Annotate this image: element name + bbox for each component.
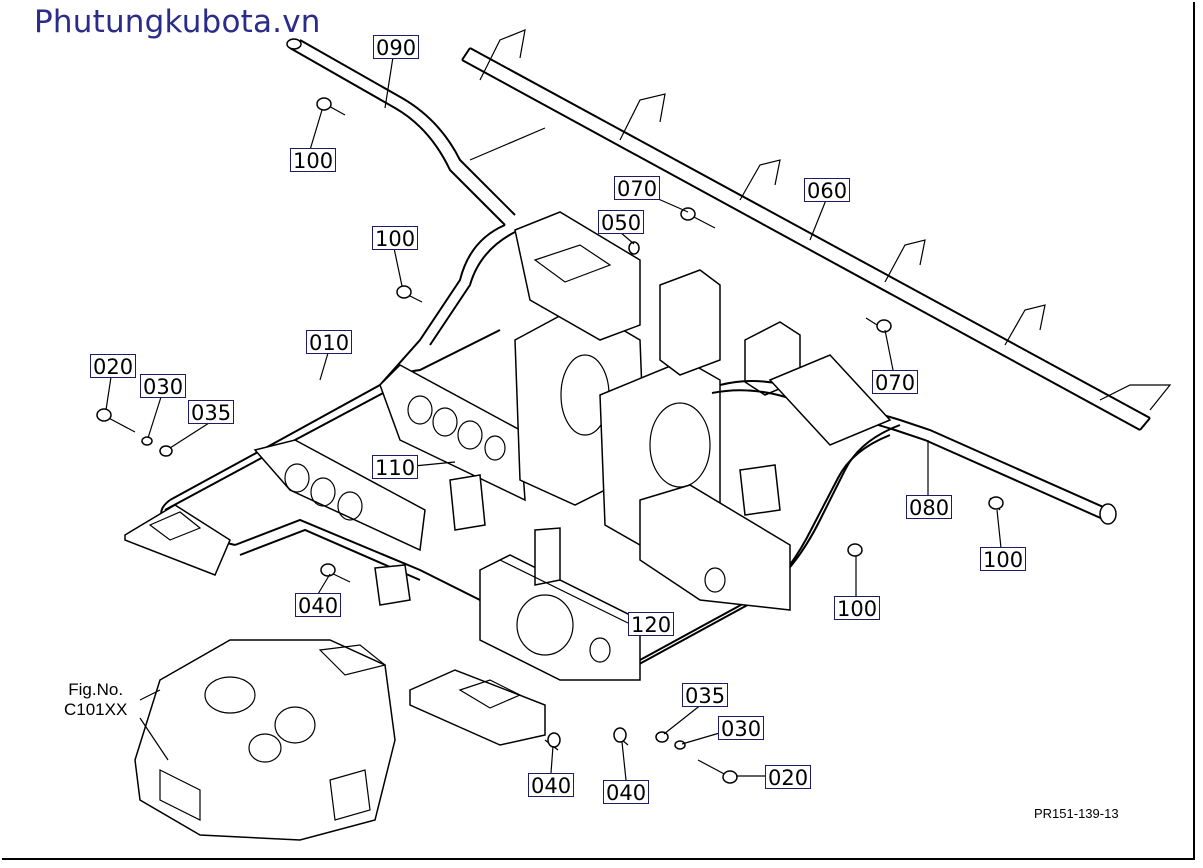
callout-100-bottom[interactable]: 100 (834, 596, 881, 621)
callout-080[interactable]: 080 (906, 495, 953, 520)
callout-040-left[interactable]: 040 (295, 593, 342, 618)
pipe-080-drawing (631, 354, 1117, 669)
callout-110[interactable]: 110 (372, 455, 419, 480)
callout-040-mid[interactable]: 040 (528, 773, 575, 798)
site-brand: Phutungkubota.vn (34, 4, 321, 40)
callout-060[interactable]: 060 (804, 178, 851, 203)
callout-035-left[interactable]: 035 (188, 400, 235, 425)
callout-020-right[interactable]: 020 (765, 765, 812, 790)
bottom-frame-drawing (234, 439, 791, 746)
leader-lines (105, 56, 1002, 781)
drawing-code: PR151-139-13 (1034, 806, 1119, 821)
beam-060-drawing (461, 29, 1172, 431)
callout-050[interactable]: 050 (598, 210, 645, 235)
bolts-drawing (96, 97, 1004, 784)
center-plates-drawing (379, 211, 801, 546)
callout-100-top[interactable]: 100 (290, 148, 337, 173)
callout-020-left[interactable]: 020 (90, 354, 137, 379)
figure-reference[interactable]: Fig.No. C101XX (64, 680, 127, 720)
callout-010[interactable]: 010 (306, 330, 353, 355)
figure-reference-label: Fig.No. (68, 680, 124, 699)
callout-070-right[interactable]: 070 (872, 370, 919, 395)
callout-035-right[interactable]: 035 (682, 683, 729, 708)
callout-120[interactable]: 120 (628, 612, 675, 637)
callout-040-right[interactable]: 040 (603, 780, 650, 805)
callout-100-right[interactable]: 100 (980, 547, 1027, 572)
callout-070-top[interactable]: 070 (614, 176, 661, 201)
figure-reference-number: C101XX (64, 700, 128, 719)
transmission-housing-drawing (134, 639, 396, 841)
callout-030-left[interactable]: 030 (140, 374, 187, 399)
callout-030-right[interactable]: 030 (718, 716, 765, 741)
pipe-090-drawing (286, 38, 546, 226)
callout-090[interactable]: 090 (373, 35, 420, 60)
callout-100-mid[interactable]: 100 (372, 226, 419, 251)
